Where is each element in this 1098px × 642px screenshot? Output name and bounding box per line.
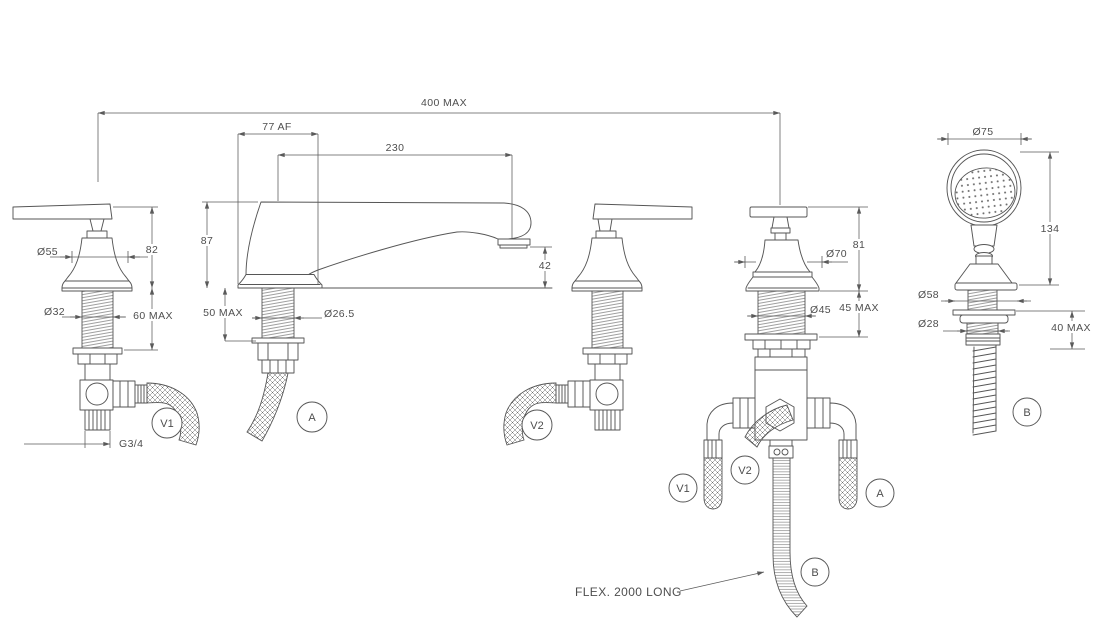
callout-diverter-v2: V2 [730,455,760,485]
valve2-bell [571,237,643,292]
valve2-drawing: V2 [503,203,693,446]
spout-across-flats-label: 77 AF [262,121,291,133]
valve1-deck-max-label: 60 MAX [133,310,173,322]
handshower-head-dia-label: Ø75 [972,126,993,138]
callout-v1: V1 [151,407,183,439]
valve1-flex-hose [146,382,200,446]
diverter-left-elbow [706,402,734,441]
diverter-a-hose [838,457,858,510]
svg-text:B: B [811,567,818,579]
flex-hose-note: FLEX. 2000 LONG [575,585,682,599]
handshower-deck-max-label: 40 MAX [1051,322,1091,334]
spout-shank-dia-label: Ø26.5 [324,308,355,320]
spout-flex-hose [246,372,289,442]
spout-nozzle [497,238,531,246]
valve2-lever-handle [592,203,693,220]
callout-diverter-a: A [865,478,895,508]
handshower-threaded-shank [967,289,998,311]
svg-text:A: A [308,412,316,424]
handshower-height-label: 134 [1041,223,1060,235]
valve1-lever-handle [12,203,113,220]
spout-body [245,201,532,276]
valve1-thread-label: G3/4 [119,438,143,450]
diverter-v2-hose [744,404,794,448]
callout-diverter-v1: V1 [668,473,698,503]
diverter-shank-dia-label: Ø45 [810,304,831,316]
diverter-shower-flex-hose [772,457,808,618]
handshower-drawing: Ø75 134 Ø58 Ø28 40 MAX B [918,126,1093,436]
spout-deck-max-label: 50 MAX [203,307,243,319]
valve1-bell [61,237,133,292]
valve2-threaded-shank [591,290,624,349]
diverter-drawing: 81 Ø70 Ø45 45 MAX FLEX. 2000 LONG V1 V2 … [575,206,895,618]
diverter-right-elbow [829,402,857,441]
valve1-drawing: Ø55 82 Ø32 60 MAX G3/4 V1 [12,203,200,450]
diverter-threaded-shank [757,290,806,335]
callout-v2: V2 [521,409,553,441]
svg-text:V1: V1 [676,483,689,495]
handshower-shank-dia-label: Ø28 [918,318,939,330]
svg-text:V2: V2 [738,465,751,477]
spout-reach-label: 230 [386,142,405,154]
valve1-handle-dia-label: Ø55 [37,246,58,258]
svg-text:B: B [1023,407,1030,419]
handshower-spray-face [954,167,1016,219]
handshower-skirt-dia-label: Ø58 [918,289,939,301]
callout-shower-b: B [1012,397,1042,427]
valve1-height-label: 82 [146,244,158,256]
diverter-v1-hose [703,457,723,510]
valve1-threaded-shank [81,290,114,349]
handshower-cone [955,263,1013,284]
spout-drawing: 77 AF 230 87 50 MAX Ø26.5 42 A [198,121,554,442]
svg-text:A: A [876,488,884,500]
handshower-coil-hose [972,346,997,436]
valve2-flex-hose [503,382,557,446]
diverter-deck-max-label: 45 MAX [839,302,879,314]
svg-text:V1: V1 [160,418,173,430]
spout-threaded-shank [261,287,295,339]
overall-width-label: 400 MAX [421,97,467,109]
diverter-cross-handle [749,206,808,218]
svg-text:V2: V2 [530,420,543,432]
spout-height-label: 87 [201,235,213,247]
valve1-shank-dia-label: Ø32 [44,306,65,318]
diverter-skirt-dia-label: Ø70 [826,248,847,260]
spout-outlet-drop-label: 42 [539,260,551,272]
callout-diverter-b: B [800,557,830,587]
diverter-height-label: 81 [853,239,865,251]
callout-a: A [296,401,328,433]
diverter-bell [754,239,811,273]
overall-width-dimension: 400 MAX [97,97,781,205]
